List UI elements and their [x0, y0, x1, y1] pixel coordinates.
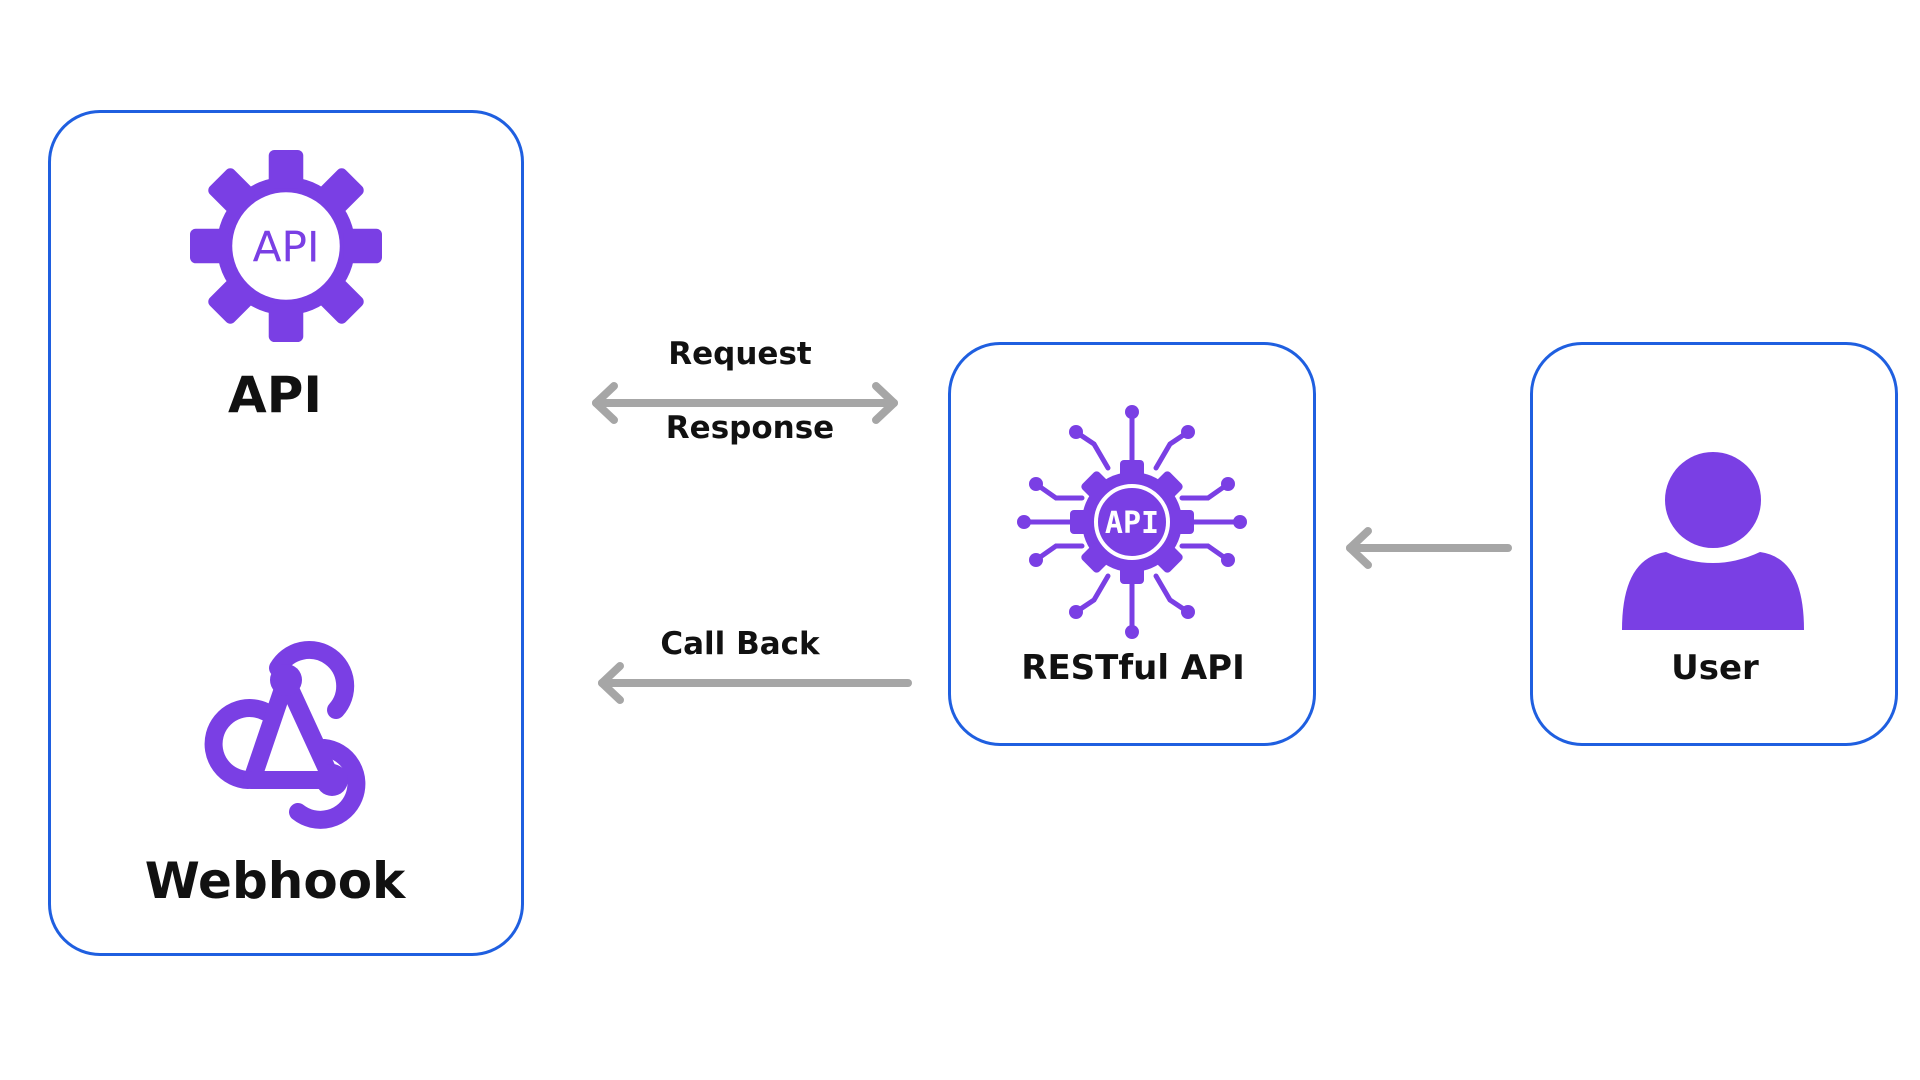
- webhook-icon: [204, 640, 366, 829]
- restful-api-label: RESTful API: [1021, 648, 1245, 688]
- gear-api-text: API: [253, 222, 320, 271]
- response-label: Response: [665, 410, 835, 446]
- user-label: User: [1671, 648, 1759, 688]
- call-back-arrow: [598, 662, 912, 704]
- webhook-label: Webhook: [144, 852, 406, 910]
- network-gear-api-icon: API: [1017, 405, 1247, 639]
- user-to-restful-arrow: [1346, 527, 1512, 569]
- gear-api-icon: API: [190, 150, 382, 342]
- restful-gear-api-text: API: [1105, 506, 1159, 541]
- api-label: API: [228, 366, 322, 424]
- call-back-label: Call Back: [660, 626, 820, 662]
- user-icon: [1622, 452, 1804, 630]
- request-label: Request: [668, 336, 812, 372]
- request-response-arrow: [592, 382, 898, 424]
